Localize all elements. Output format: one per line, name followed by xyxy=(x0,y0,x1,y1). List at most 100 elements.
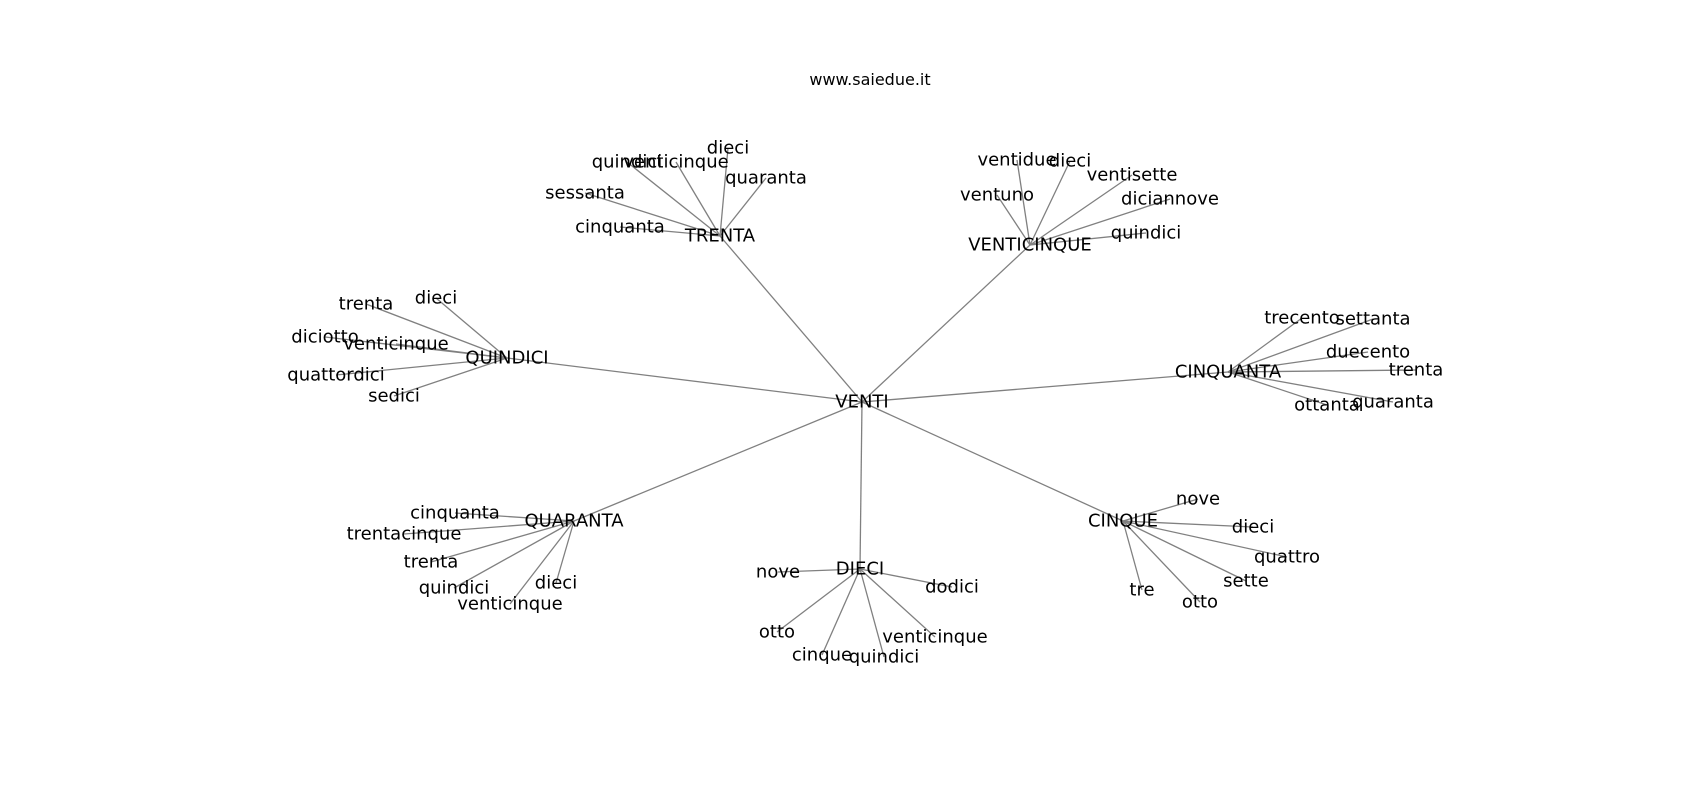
edge-venticinque-ventisette xyxy=(1029,174,1133,246)
leaf-node-quaranta-venticinque: venticinque xyxy=(457,594,562,615)
edge-cinque-otto xyxy=(1122,520,1201,603)
edge-trenta-cinquanta xyxy=(619,226,721,237)
leaf-node-quaranta-trenta: trenta xyxy=(404,552,459,573)
edge-trenta-venticinque xyxy=(675,161,721,237)
edge-dieci-nove xyxy=(777,568,861,573)
hub-node-trenta: TRENTA xyxy=(684,226,756,247)
edge-trenta-dieci xyxy=(719,147,729,237)
edge-root-trenta xyxy=(719,235,863,403)
leaf-node-dieci-otto: otto xyxy=(759,622,795,643)
leaf-node-venticinque-dieci: dieci xyxy=(1049,151,1091,172)
leaf-node-cinque-nove: nove xyxy=(1176,489,1220,510)
leaf-node-cinque-sette: sette xyxy=(1223,571,1269,592)
edge-venticinque-ventuno xyxy=(996,194,1031,246)
edge-quaranta-trenta xyxy=(430,520,575,563)
leaf-node-quindici-sedici: sedici xyxy=(368,386,420,407)
edge-cinque-quattro xyxy=(1122,520,1288,558)
edge-venticinque-dieci xyxy=(1029,160,1071,246)
edge-dieci-cinque xyxy=(821,568,861,656)
hub-node-quaranta: QUARANTA xyxy=(524,511,624,532)
leaf-node-quaranta-quindici: quindici xyxy=(419,578,490,599)
edge-venticinque-ventidue xyxy=(1016,159,1031,246)
edge-root-cinquanta xyxy=(861,371,1229,403)
edge-root-quaranta xyxy=(573,401,863,522)
leaf-node-cinque-tre: tre xyxy=(1129,580,1154,601)
edge-cinquanta-ottanta xyxy=(1227,371,1328,406)
leaf-node-dieci-cinque: cinque xyxy=(792,645,852,666)
edge-trenta-sessanta xyxy=(584,192,721,237)
leaf-node-quindici-quattordici: quattordici xyxy=(287,365,384,386)
leaf-node-cinquanta-trenta: trenta xyxy=(1389,360,1444,381)
edge-root-quindici xyxy=(506,357,863,403)
leaf-node-quaranta-dieci: dieci xyxy=(535,573,577,594)
edge-cinque-tre xyxy=(1122,520,1143,591)
edge-venticinque-quindici xyxy=(1029,232,1147,246)
edge-root-cinque xyxy=(861,401,1124,522)
edge-venticinque-diciannove xyxy=(1029,198,1171,246)
leaf-node-venticinque-ventisette: ventisette xyxy=(1087,165,1178,186)
leaf-node-dieci-venticinque: venticinque xyxy=(882,627,987,648)
leaf-node-trenta-dieci: dieci xyxy=(707,138,749,159)
hub-node-venticinque: VENTICINQUE xyxy=(968,235,1092,256)
edge-dieci-dodici xyxy=(859,568,953,588)
leaf-node-venticinque-quindici: quindici xyxy=(1111,223,1182,244)
edge-quindici-sedici xyxy=(393,357,508,397)
leaf-node-cinquanta-settanta: settanta xyxy=(1335,309,1410,330)
hub-node-cinquanta: CINQUANTA xyxy=(1175,362,1282,383)
edge-quindici-venticinque xyxy=(395,343,508,359)
leaf-node-venticinque-diciannove: diciannove xyxy=(1121,189,1219,210)
edge-cinque-dieci xyxy=(1122,520,1254,528)
edge-quaranta-quindici xyxy=(453,520,575,589)
edge-quindici-quattordici xyxy=(335,357,508,376)
leaf-node-quindici-dieci: dieci xyxy=(415,288,457,309)
edge-cinque-nove xyxy=(1122,498,1199,522)
leaf-node-cinquanta-duecento: duecento xyxy=(1326,342,1410,363)
leaf-node-quindici-diciotto: diciotto xyxy=(291,327,358,348)
site-caption: www.saiedue.it xyxy=(809,70,931,89)
edge-quaranta-venticinque xyxy=(509,520,575,605)
edge-dieci-venticinque xyxy=(859,568,936,638)
edge-cinquanta-trecento xyxy=(1227,317,1303,373)
edge-cinquanta-trenta xyxy=(1227,369,1417,373)
leaf-node-trenta-venticinque: venticinque xyxy=(623,152,728,173)
edge-quindici-dieci xyxy=(435,297,508,359)
leaf-node-quindici-trenta: trenta xyxy=(339,294,394,315)
leaf-node-dieci-nove: nove xyxy=(756,562,800,583)
leaf-node-cinque-otto: otto xyxy=(1182,592,1218,613)
hub-node-quindici: QUINDICI xyxy=(465,348,548,369)
hub-node-dieci: DIECI xyxy=(836,559,884,580)
root-node-label: VENTI xyxy=(835,392,888,413)
edges-layer xyxy=(324,147,1417,658)
edge-root-dieci xyxy=(859,401,863,570)
leaf-node-quaranta-cinquanta: cinquanta xyxy=(410,503,500,524)
leaf-node-venticinque-ventuno: ventuno xyxy=(960,185,1034,206)
edge-root-venticinque xyxy=(861,244,1031,403)
edge-quindici-trenta xyxy=(365,303,508,359)
leaf-node-cinquanta-quaranta: quaranta xyxy=(1352,392,1434,413)
edge-cinquanta-settanta xyxy=(1227,318,1374,373)
leaf-node-quaranta-trentacinque: trentacinque xyxy=(347,524,462,545)
edge-cinquanta-quaranta xyxy=(1227,371,1394,403)
leaf-node-cinquanta-trecento: trecento xyxy=(1264,308,1340,329)
leaf-node-trenta-quaranta: quaranta xyxy=(725,168,807,189)
leaf-node-cinque-quattro: quattro xyxy=(1254,547,1320,568)
edge-quaranta-dieci xyxy=(555,520,575,584)
edge-dieci-otto xyxy=(776,568,861,633)
leaf-node-cinquanta-ottanta: ottanta xyxy=(1294,395,1360,416)
leaf-node-dieci-dodici: dodici xyxy=(925,577,979,598)
leaf-node-cinque-dieci: dieci xyxy=(1232,517,1274,538)
leaf-node-quindici-venticinque: venticinque xyxy=(343,334,448,355)
leaf-node-dieci-quindici: quindici xyxy=(849,647,920,668)
edge-cinque-sette xyxy=(1122,520,1247,582)
edge-trenta-quindici xyxy=(626,161,721,237)
labels-layer: VENTITRENTAdieciquarantaventicinquequind… xyxy=(287,138,1443,668)
edge-quaranta-cinquanta xyxy=(454,512,575,522)
leaf-node-venticinque-ventidue: ventidue xyxy=(977,150,1056,171)
leaf-node-trenta-sessanta: sessanta xyxy=(545,183,625,204)
leaf-node-trenta-cinquanta: cinquanta xyxy=(575,217,665,238)
hub-node-cinque: CINQUE xyxy=(1088,511,1158,532)
edge-dieci-quindici xyxy=(859,568,885,658)
leaf-node-trenta-quindici: quindici xyxy=(592,152,663,173)
